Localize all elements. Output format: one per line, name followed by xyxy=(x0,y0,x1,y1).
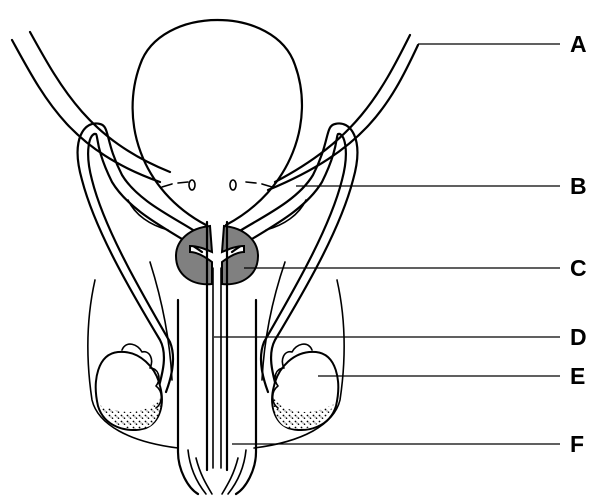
label-d: D xyxy=(570,324,587,350)
urethra xyxy=(207,222,227,470)
testis-left xyxy=(96,344,162,430)
bladder xyxy=(133,20,302,225)
label-b: B xyxy=(570,173,587,199)
label-c: C xyxy=(570,255,587,281)
penis xyxy=(178,300,256,494)
label-e: E xyxy=(570,363,585,389)
label-a: A xyxy=(570,31,587,57)
label-f: F xyxy=(570,431,584,457)
prostate-gland xyxy=(176,226,258,284)
testis-right xyxy=(272,344,338,430)
